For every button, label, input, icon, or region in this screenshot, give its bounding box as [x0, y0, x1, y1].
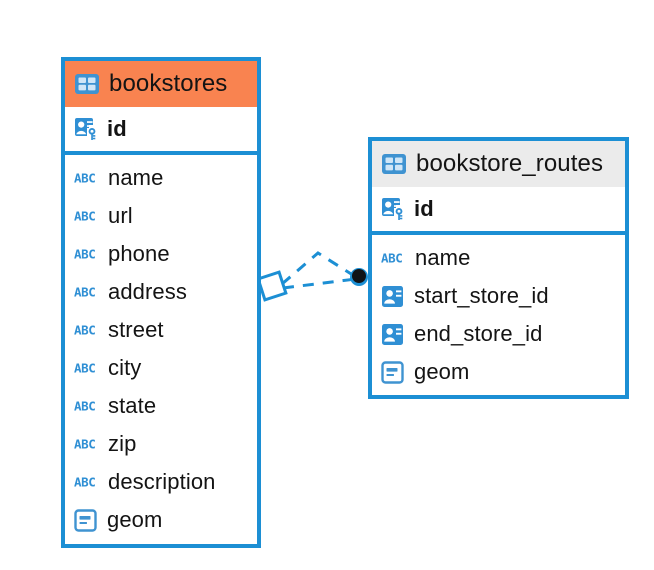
field-row-id[interactable]: id — [372, 187, 625, 231]
field-row-state[interactable]: ABC state — [65, 387, 257, 425]
field-row-street[interactable]: ABC street — [65, 311, 257, 349]
svg-text:ABC: ABC — [74, 247, 95, 262]
svg-text:ABC: ABC — [74, 323, 95, 338]
field-label: end_store_id — [414, 321, 543, 346]
field-label: phone — [108, 241, 170, 266]
filled-circle-marker — [350, 268, 368, 286]
primary-key-section-bookstore-routes: id — [372, 187, 625, 235]
abc-text-icon: ABC — [74, 437, 96, 452]
field-label: geom — [107, 507, 163, 532]
field-row-description[interactable]: ABC description — [65, 463, 257, 501]
primary-key-section-bookstores: id — [65, 107, 257, 155]
field-label: url — [108, 203, 133, 228]
abc-text-icon: ABC — [74, 247, 96, 262]
svg-text:ABC: ABC — [74, 399, 95, 414]
abc-text-icon: ABC — [74, 209, 96, 224]
abc-text-icon: ABC — [74, 171, 96, 186]
field-row-city[interactable]: ABC city — [65, 349, 257, 387]
field-row-zip[interactable]: ABC zip — [65, 425, 257, 463]
field-label: id — [414, 196, 434, 221]
svg-text:ABC: ABC — [74, 171, 95, 186]
field-row-address[interactable]: ABC address — [65, 273, 257, 311]
entity-title-bookstores: bookstores — [109, 70, 228, 97]
diamond-outline-marker — [256, 270, 288, 302]
entity-bookstores[interactable]: bookstores id ABC name — [61, 57, 261, 548]
svg-text:ABC: ABC — [74, 209, 95, 224]
abc-text-icon: ABC — [74, 475, 96, 490]
field-row-name[interactable]: ABC name — [65, 159, 257, 197]
entity-header-bookstores[interactable]: bookstores — [65, 61, 257, 107]
abc-text-icon: ABC — [381, 251, 403, 266]
field-label: city — [108, 355, 142, 380]
relationship-edge-upper — [281, 251, 357, 286]
field-row-end-store-id[interactable]: end_store_id — [372, 315, 625, 353]
field-label: id — [107, 116, 127, 141]
field-label: state — [108, 393, 157, 418]
svg-text:ABC: ABC — [74, 437, 95, 452]
field-label: geom — [414, 359, 470, 384]
fields-section-bookstores: ABC name ABC url ABC phone ABC address A… — [65, 155, 257, 545]
field-row-geom[interactable]: geom — [372, 353, 625, 391]
entity-bookstore-routes[interactable]: bookstore_routes id ABC name — [368, 137, 629, 399]
abc-text-icon: ABC — [74, 285, 96, 300]
geometry-icon — [381, 360, 404, 384]
table-icon — [382, 154, 406, 174]
field-label: zip — [108, 431, 137, 456]
geometry-icon — [74, 508, 97, 532]
field-row-start-store-id[interactable]: start_store_id — [372, 277, 625, 315]
table-icon — [75, 74, 99, 94]
primary-key-icon — [75, 117, 96, 140]
field-row-name[interactable]: ABC name — [372, 239, 625, 277]
field-row-geom[interactable]: geom — [65, 501, 257, 539]
field-label: name — [108, 165, 164, 190]
abc-text-icon: ABC — [74, 361, 96, 376]
field-label: address — [108, 279, 187, 304]
field-label: street — [108, 317, 164, 342]
svg-text:ABC: ABC — [74, 475, 95, 490]
foreign-key-icon — [382, 285, 403, 307]
field-row-phone[interactable]: ABC phone — [65, 235, 257, 273]
field-label: start_store_id — [414, 283, 549, 308]
svg-text:ABC: ABC — [74, 285, 95, 300]
primary-key-icon — [382, 197, 403, 220]
foreign-key-icon — [382, 323, 403, 345]
abc-text-icon: ABC — [74, 399, 96, 414]
field-row-url[interactable]: ABC url — [65, 197, 257, 235]
svg-text:ABC: ABC — [74, 361, 95, 376]
field-label: name — [415, 245, 471, 270]
svg-text:ABC: ABC — [381, 251, 402, 266]
fields-section-bookstore-routes: ABC name start_store_id end_store_i — [372, 235, 625, 397]
entity-header-bookstore-routes[interactable]: bookstore_routes — [372, 141, 625, 187]
relationship-edge-lower — [282, 277, 357, 290]
abc-text-icon: ABC — [74, 323, 96, 338]
entity-title-bookstore-routes: bookstore_routes — [416, 150, 604, 177]
field-label: description — [108, 469, 216, 494]
field-row-id[interactable]: id — [65, 107, 257, 151]
